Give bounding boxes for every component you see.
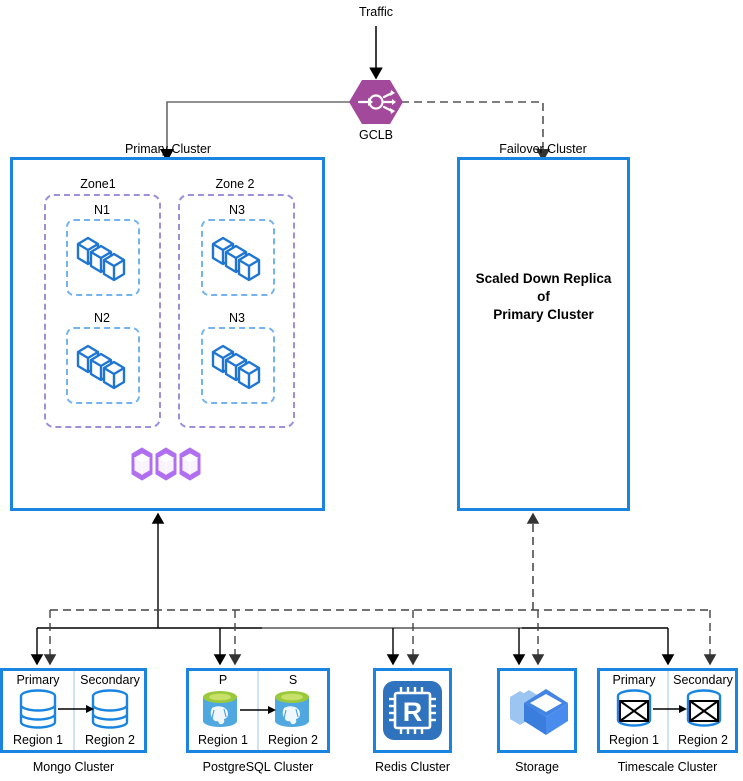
kubernetes-nodes-icon bbox=[211, 236, 261, 282]
gclb-node[interactable] bbox=[348, 78, 404, 126]
zone2-node1-icon-wrap bbox=[207, 228, 271, 288]
zone1-label: Zone1 bbox=[80, 177, 116, 191]
primary-cluster-label: Primary Cluster bbox=[124, 142, 212, 156]
zone2-node2-icon-wrap bbox=[207, 336, 271, 396]
timescale-cluster-divider bbox=[667, 671, 669, 750]
traffic-label: Traffic bbox=[358, 5, 394, 19]
zone2-label: Zone 2 bbox=[215, 177, 255, 191]
failover-cluster-box[interactable] bbox=[457, 157, 630, 511]
timescale-primary-role: Primary bbox=[612, 673, 656, 687]
storage-bucket-icon bbox=[510, 689, 568, 735]
mongo-icons bbox=[0, 688, 147, 732]
zone1-node2-label: N2 bbox=[94, 311, 110, 325]
gclb-label: GCLB bbox=[358, 128, 394, 142]
kubernetes-pods-icon bbox=[131, 447, 201, 481]
failover-cluster-body: Scaled Down Replica of Primary Cluster bbox=[462, 270, 625, 325]
failover-body-line-3: Primary Cluster bbox=[493, 307, 594, 323]
postgresql-database-icon bbox=[275, 691, 309, 727]
redis-icon: R bbox=[383, 681, 442, 740]
mongo-secondary-role: Secondary bbox=[80, 673, 140, 687]
primary-cluster-pods-icon-wrap bbox=[128, 446, 204, 488]
zone2-node1-label: N3 bbox=[229, 203, 245, 217]
postgresql-database-icon bbox=[203, 691, 237, 727]
storage-caption: Storage bbox=[515, 760, 559, 774]
zone2-box[interactable] bbox=[178, 194, 295, 428]
mongo-secondary-region: Region 2 bbox=[84, 733, 136, 747]
mongodb-database-icon bbox=[19, 689, 57, 729]
postgresql-icons bbox=[186, 688, 330, 732]
mongo-cluster-divider bbox=[73, 671, 75, 750]
zone1-node2-box[interactable] bbox=[66, 327, 140, 404]
kubernetes-nodes-icon bbox=[211, 344, 261, 390]
mongo-primary-region: Region 1 bbox=[12, 733, 64, 747]
timescale-cluster-caption: Timescale Cluster bbox=[617, 760, 718, 774]
postgresql-secondary-region: Region 2 bbox=[267, 733, 319, 747]
redis-icon-wrap: R bbox=[381, 679, 444, 742]
zone1-node1-icon-wrap bbox=[72, 228, 136, 288]
failover-cluster-label: Failover Cluster bbox=[499, 142, 587, 156]
load-balancer-icon bbox=[349, 80, 403, 124]
mongo-primary-role: Primary bbox=[16, 673, 60, 687]
redis-cluster-caption: Redis Cluster bbox=[374, 760, 451, 774]
failover-body-line-2: of bbox=[537, 289, 550, 305]
timescale-secondary-role: Secondary bbox=[673, 673, 733, 687]
timescale-secondary-region: Region 2 bbox=[677, 733, 729, 747]
mongo-cluster-caption: Mongo Cluster bbox=[32, 760, 115, 774]
storage-icon-wrap bbox=[502, 683, 572, 739]
postgresql-primary-region: Region 1 bbox=[197, 733, 249, 747]
zone2-node1-box[interactable] bbox=[201, 219, 275, 296]
timescale-primary-region: Region 1 bbox=[608, 733, 660, 747]
failover-body-line-1: Scaled Down Replica bbox=[475, 271, 612, 286]
postgresql-secondary-role: S bbox=[288, 673, 298, 687]
zone2-node2-box[interactable] bbox=[201, 327, 275, 404]
postgresql-primary-role: P bbox=[218, 673, 228, 687]
zone1-node1-box[interactable] bbox=[66, 219, 140, 296]
zone1-node1-label: N1 bbox=[94, 203, 110, 217]
zone2-node2-label: N3 bbox=[229, 311, 245, 325]
svg-text:R: R bbox=[403, 697, 423, 727]
zone1-node2-icon-wrap bbox=[72, 336, 136, 396]
zone1-box[interactable] bbox=[44, 194, 161, 428]
kubernetes-nodes-icon bbox=[76, 344, 126, 390]
kubernetes-nodes-icon bbox=[76, 236, 126, 282]
postgresql-cluster-caption: PostgreSQL Cluster bbox=[202, 760, 314, 774]
timescale-icons bbox=[597, 688, 738, 732]
mongodb-database-icon bbox=[91, 689, 129, 729]
